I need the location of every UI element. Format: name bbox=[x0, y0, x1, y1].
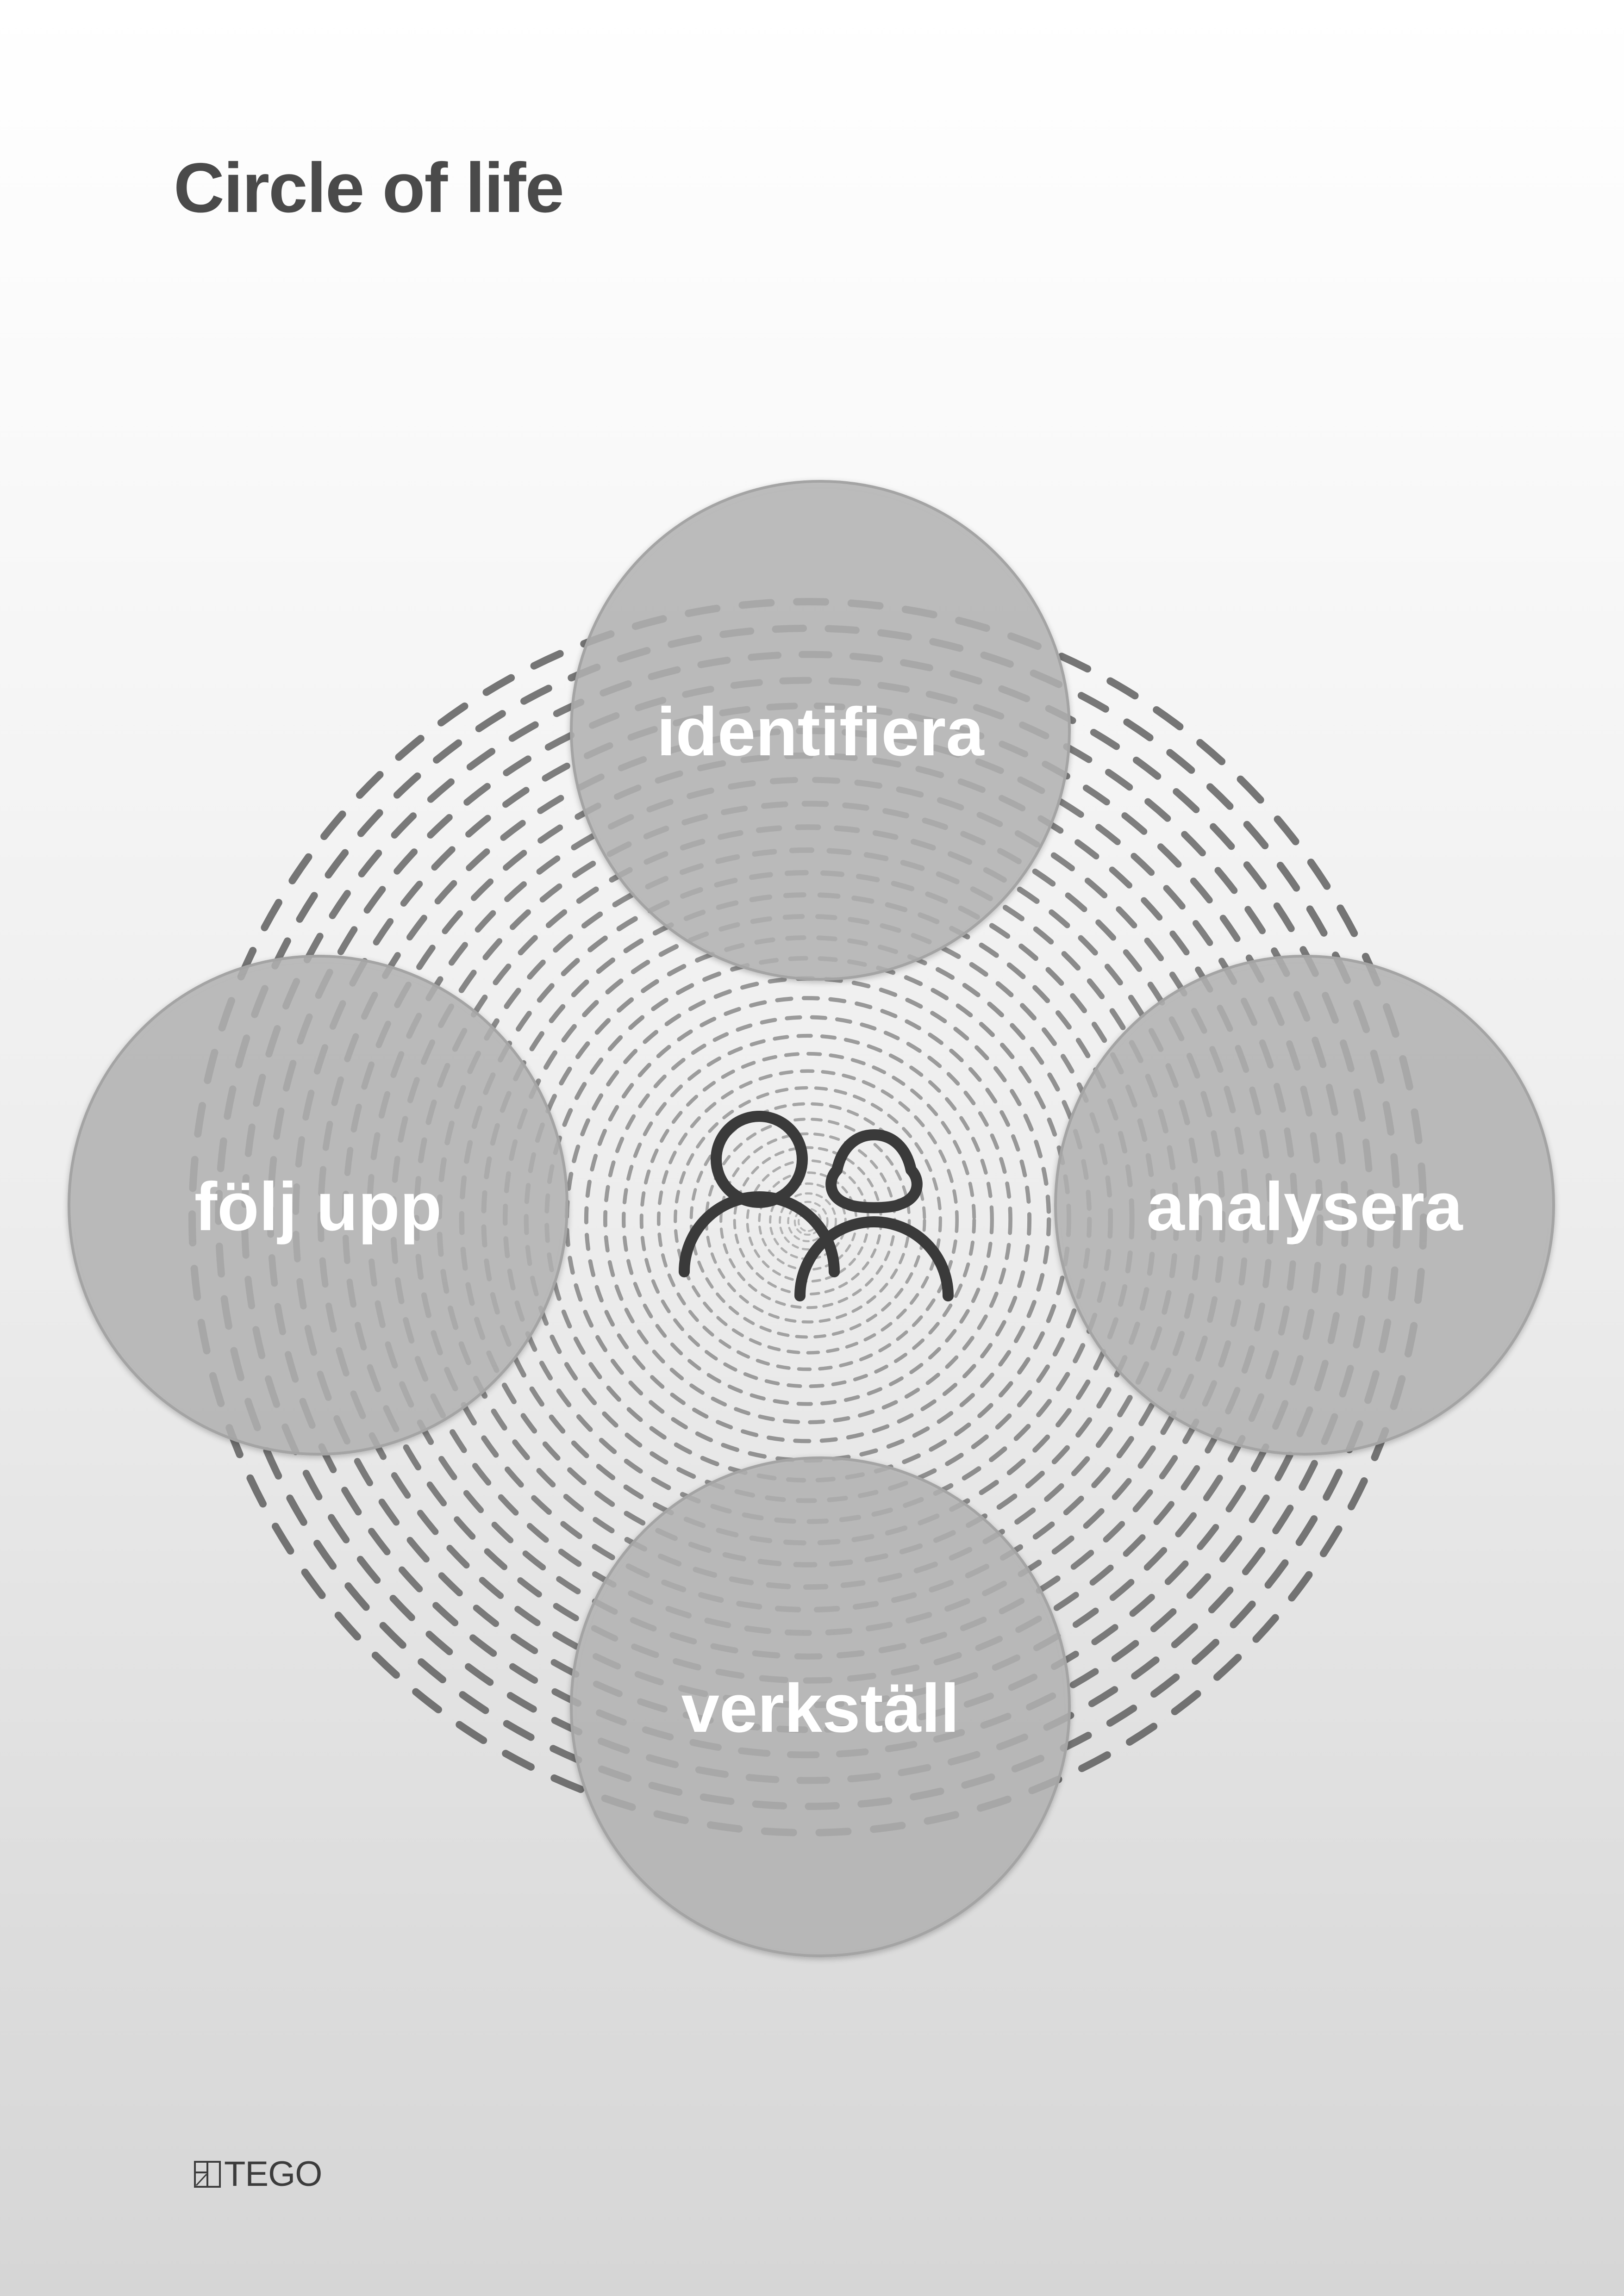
dashed-ring bbox=[584, 996, 1032, 1444]
node-circle-right bbox=[1054, 955, 1555, 1456]
footer-logo: TEGO bbox=[194, 2156, 322, 2193]
tego-logo-icon bbox=[194, 2161, 221, 2188]
page-title: Circle of life bbox=[174, 149, 564, 227]
dashed-ring bbox=[657, 1069, 959, 1371]
node-circle-top bbox=[570, 480, 1071, 981]
node-label-verkstall: verkställ bbox=[681, 1670, 960, 1747]
person-right-head bbox=[825, 1129, 923, 1210]
dashed-ring bbox=[674, 1086, 942, 1355]
node-verkstall[interactable]: verkställ bbox=[570, 1456, 1071, 1957]
dashed-ring bbox=[603, 1015, 1012, 1425]
node-analysera[interactable]: analysera bbox=[1054, 955, 1555, 1456]
node-label-analysera: analysera bbox=[1147, 1169, 1464, 1245]
people-icon bbox=[679, 1111, 954, 1301]
dashed-ring bbox=[639, 1052, 976, 1388]
logo-text: TEGO bbox=[224, 2154, 322, 2194]
node-identifiera[interactable]: identifiera bbox=[570, 480, 1071, 981]
node-label-folj-upp: följ upp bbox=[194, 1169, 442, 1245]
node-label-identifiera: identifiera bbox=[656, 694, 985, 770]
node-folj-upp[interactable]: följ upp bbox=[68, 955, 568, 1456]
node-circle-left bbox=[68, 955, 568, 1456]
node-layer: identifiera analysera verkställ följ upp bbox=[68, 480, 1555, 1957]
person-right-shoulders bbox=[843, 1199, 906, 1213]
dashed-ring bbox=[689, 1102, 926, 1339]
dashed-ring bbox=[779, 1192, 837, 1251]
person-left-head bbox=[711, 1111, 808, 1208]
node-circle-bottom bbox=[570, 1456, 1071, 1957]
dashed-ring bbox=[622, 1033, 994, 1406]
dashed-ring bbox=[787, 1201, 829, 1243]
person-right-body bbox=[794, 1216, 954, 1301]
